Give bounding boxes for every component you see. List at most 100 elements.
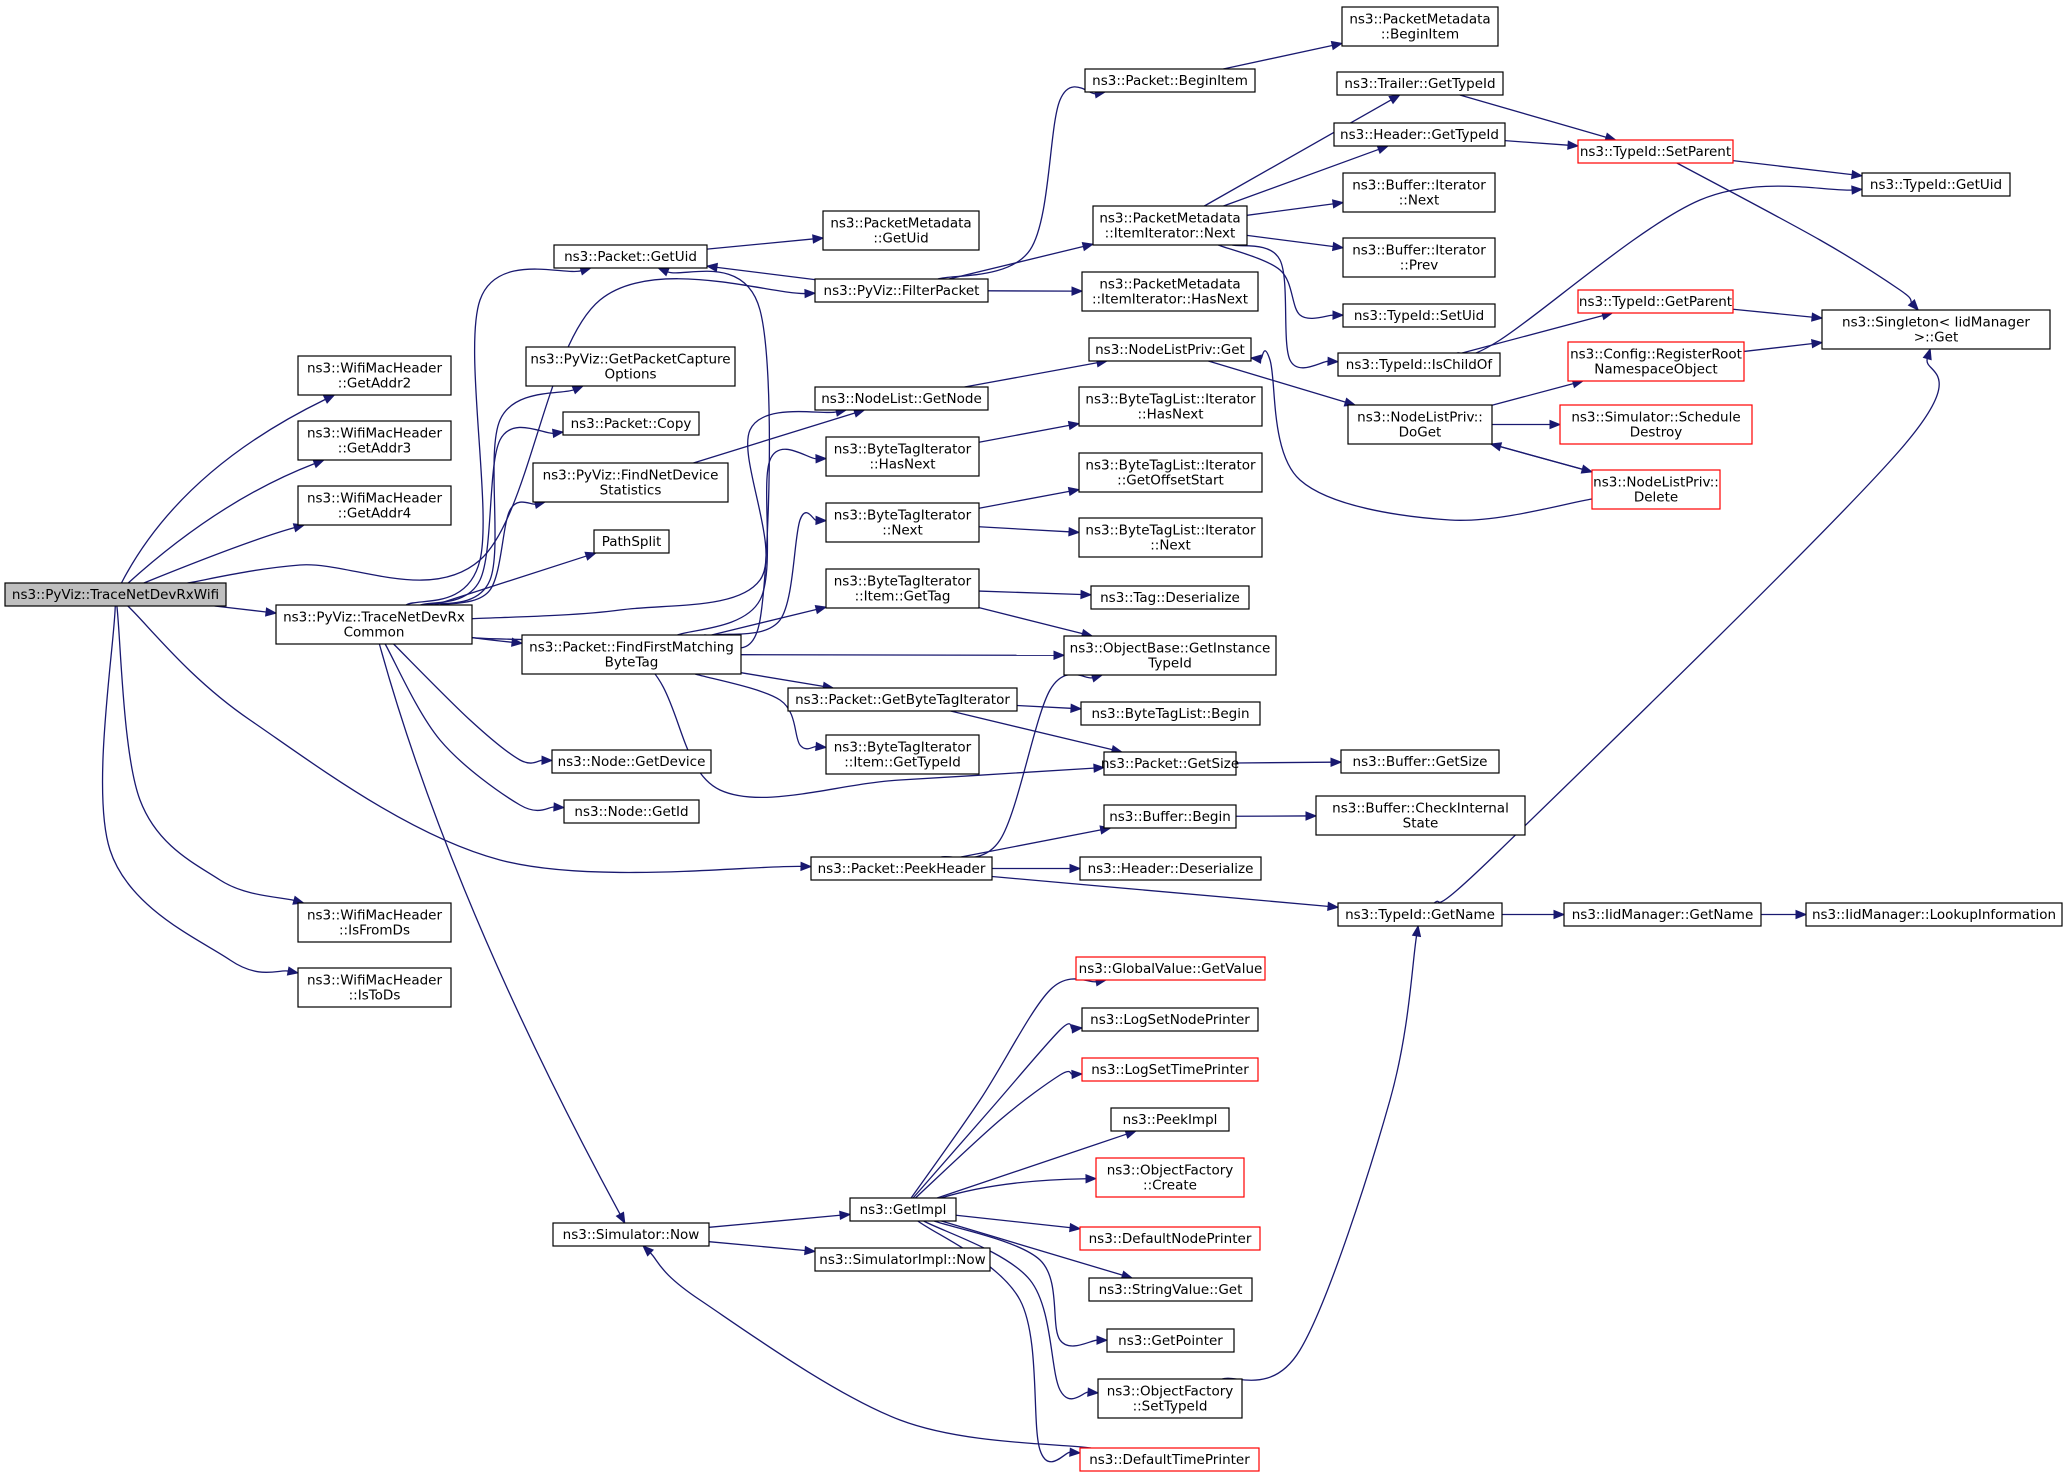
function-node-n57[interactable]: ns3::NodeListPriv::DoGet	[1347, 404, 1493, 445]
function-node-n60[interactable]: ns3::TypeId::GetName	[1337, 902, 1503, 927]
node-label: ns3::Singleton< IidManager	[1842, 315, 2030, 331]
edge-line	[693, 412, 856, 464]
node-label: ns3::Tag::Deserialize	[1100, 590, 1240, 606]
function-node-n54[interactable]: ns3::Buffer::Iterator::Prev	[1342, 237, 1496, 278]
function-node-n66[interactable]: ns3::IidManager::GetName	[1563, 902, 1762, 927]
function-node-n3[interactable]: ns3::WifiMacHeader::GetAddr4	[297, 485, 452, 526]
function-node-n23[interactable]: ns3::ByteTagIterator::Item::GetTypeId	[825, 734, 980, 775]
function-node-n19[interactable]: ns3::ByteTagIterator::HasNext	[825, 436, 980, 477]
node-box	[1079, 1226, 1261, 1251]
node-box	[1347, 404, 1493, 445]
function-node-n53[interactable]: ns3::Buffer::Iterator::Next	[1342, 172, 1496, 213]
function-node-n36[interactable]: ns3::ByteTagList::Begin	[1080, 701, 1261, 726]
arrowhead	[814, 605, 828, 615]
function-node-n26[interactable]: ns3::SimulatorImpl::Now	[814, 1247, 991, 1272]
function-node-n39[interactable]: ns3::Header::Deserialize	[1079, 856, 1262, 881]
function-node-n25[interactable]: ns3::GetImpl	[849, 1197, 957, 1222]
function-node-n37[interactable]: ns3::Packet::GetSize	[1101, 751, 1239, 776]
function-node-n43[interactable]: ns3::PeekImpl	[1110, 1107, 1230, 1132]
function-node-n30[interactable]: ns3::NodeListPriv::Get	[1088, 337, 1252, 362]
function-node-n56[interactable]: ns3::TypeId::IsChildOf	[1337, 352, 1501, 377]
function-node-n7[interactable]: ns3::Packet::GetUid	[553, 244, 708, 269]
node-label: ns3::Config::RegisterRoot	[1570, 347, 1742, 363]
function-node-n58[interactable]: ns3::Buffer::GetSize	[1340, 749, 1500, 774]
function-node-n31[interactable]: ns3::ByteTagList::Iterator::HasNext	[1078, 386, 1263, 427]
function-node-n14[interactable]: ns3::Node::GetId	[563, 799, 700, 824]
function-node-n29[interactable]: ns3::PacketMetadata::ItemIterator::HasNe…	[1081, 271, 1259, 312]
function-node-n42[interactable]: ns3::LogSetTimePrinter	[1081, 1057, 1259, 1082]
function-node-n49[interactable]: ns3::DefaultTimePrinter	[1079, 1447, 1260, 1472]
function-node-n16[interactable]: ns3::PacketMetadata::GetUid	[822, 210, 980, 251]
function-node-n33[interactable]: ns3::ByteTagList::Iterator::Next	[1078, 517, 1263, 558]
function-node-n34[interactable]: ns3::Tag::Deserialize	[1090, 585, 1250, 610]
function-node-n5[interactable]: ns3::WifiMacHeader::IsFromDs	[297, 902, 452, 943]
function-node-n27[interactable]: ns3::Packet::BeginItem	[1084, 68, 1256, 93]
function-node-n45[interactable]: ns3::DefaultNodePrinter	[1079, 1226, 1261, 1251]
function-node-n65[interactable]: ns3::NodeListPriv::Delete	[1591, 469, 1721, 510]
edge-n25-to-n45	[955, 1214, 1082, 1233]
node-box	[593, 529, 670, 554]
function-node-n62[interactable]: ns3::TypeId::GetParent	[1577, 289, 1734, 314]
edge-line	[955, 1214, 1071, 1229]
arrowhead	[1071, 1069, 1084, 1080]
edge-n62-to-n68	[1732, 308, 1824, 322]
function-node-n38[interactable]: ns3::Buffer::Begin	[1103, 804, 1237, 829]
edge-n0-to-n4	[214, 605, 278, 617]
function-node-n2[interactable]: ns3::WifiMacHeader::GetAddr3	[297, 420, 452, 461]
function-node-n20[interactable]: ns3::ByteTagIterator::Next	[825, 502, 980, 543]
function-node-n47[interactable]: ns3::GetPointer	[1106, 1328, 1235, 1353]
function-node-n15[interactable]: ns3::Simulator::Now	[552, 1222, 710, 1247]
function-node-n46[interactable]: ns3::StringValue::Get	[1088, 1277, 1253, 1302]
function-node-n0[interactable]: ns3::PyViz::TraceNetDevRxWifi	[4, 582, 227, 607]
node-box	[1337, 902, 1503, 927]
edge-line	[978, 490, 1070, 509]
function-node-n18[interactable]: ns3::NodeList::GetNode	[814, 386, 989, 411]
edge-line	[1260, 350, 1593, 521]
function-node-n52[interactable]: ns3::Header::GetTypeId	[1333, 122, 1506, 147]
arrowhead	[1922, 347, 1932, 361]
function-node-n28[interactable]: ns3::PacketMetadata::ItemIterator::Next	[1092, 205, 1248, 246]
function-node-n24[interactable]: ns3::Packet::PeekHeader	[810, 856, 993, 881]
edge-n4-to-n15	[378, 643, 626, 1225]
node-label: ::Item::GetTypeId	[844, 755, 961, 771]
function-node-n22[interactable]: ns3::Packet::GetByteTagIterator	[787, 687, 1018, 712]
function-node-n32[interactable]: ns3::ByteTagList::Iterator::GetOffsetSta…	[1078, 452, 1263, 493]
function-node-n48[interactable]: ns3::ObjectFactory::SetTypeId	[1097, 1378, 1243, 1419]
function-node-n41[interactable]: ns3::LogSetNodePrinter	[1081, 1007, 1259, 1032]
function-node-n13[interactable]: ns3::Node::GetDevice	[551, 749, 712, 774]
node-label: ns3::StringValue::Get	[1099, 1282, 1243, 1298]
function-node-n1[interactable]: ns3::WifiMacHeader::GetAddr2	[297, 355, 452, 396]
function-node-n67[interactable]: ns3::TypeId::GetUid	[1861, 172, 2011, 197]
function-node-n51[interactable]: ns3::Trailer::GetTypeId	[1336, 71, 1504, 96]
function-node-n55[interactable]: ns3::TypeId::SetUid	[1342, 303, 1496, 328]
function-node-n44[interactable]: ns3::ObjectFactory::Create	[1095, 1157, 1245, 1198]
function-node-n11[interactable]: PathSplit	[593, 529, 670, 554]
arrowhead	[322, 394, 336, 404]
function-node-n6[interactable]: ns3::WifiMacHeader::IsToDs	[297, 967, 452, 1008]
node-label: ns3::PyViz::GetPacketCapture	[530, 352, 730, 368]
function-node-n61[interactable]: ns3::TypeId::SetParent	[1577, 139, 1734, 164]
node-label: ns3::Node::GetDevice	[558, 754, 706, 770]
function-node-n40[interactable]: ns3::GlobalValue::GetValue	[1075, 956, 1266, 981]
node-label: ns3::PyViz::TraceNetDevRx	[283, 610, 465, 626]
arrowhead	[1249, 354, 1262, 364]
function-node-n21[interactable]: ns3::ByteTagIterator::Item::GetTag	[825, 568, 980, 609]
function-node-n17[interactable]: ns3::PyViz::FilterPacket	[814, 278, 989, 303]
function-node-n9[interactable]: ns3::Packet::Copy	[562, 411, 700, 436]
function-node-n69[interactable]: ns3::IidManager::LookupInformation	[1805, 902, 2063, 927]
node-label: ns3::Buffer::CheckInternal	[1332, 801, 1509, 817]
edge-line	[214, 605, 267, 613]
function-node-n68[interactable]: ns3::Singleton< IidManager >::Get	[1821, 309, 2051, 350]
call-edges	[101, 40, 1940, 1463]
node-box	[1081, 1007, 1259, 1032]
function-node-n50[interactable]: ns3::PacketMetadata::BeginItem	[1341, 6, 1499, 47]
